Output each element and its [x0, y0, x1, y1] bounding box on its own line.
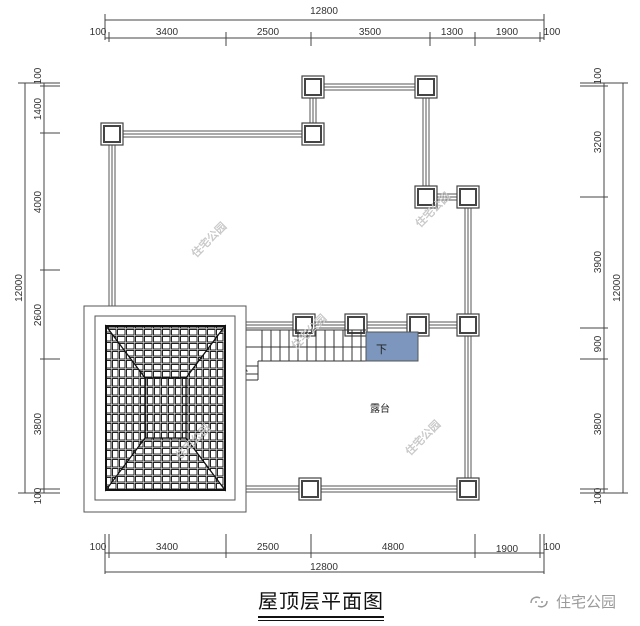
- hip-roof: [83, 305, 247, 513]
- bottom-segment-3: 4800: [382, 542, 405, 553]
- bottom-segment-4: 1900: [496, 544, 519, 555]
- right-top-offset: 100: [593, 67, 604, 84]
- top-right-offset: 100: [544, 27, 561, 38]
- left-total-dimension: 12000: [14, 274, 25, 302]
- bottom-left-offset: 100: [90, 542, 107, 553]
- top-dimensions: [104, 14, 545, 46]
- left-top-offset: 100: [33, 67, 44, 84]
- stair-landing: [365, 331, 419, 362]
- right-segment-2: 3900: [593, 250, 604, 273]
- top-segment-1: 3400: [156, 27, 179, 38]
- right-total-dimension: 12000: [612, 274, 623, 302]
- watermark: 住宅公园: [188, 219, 229, 260]
- title-underline: [258, 616, 384, 618]
- left-segment-1: 1400: [33, 97, 44, 120]
- top-segment-2: 2500: [257, 27, 280, 38]
- brand-label: 住宅公园: [556, 593, 617, 611]
- top-total-dimension: 12800: [310, 6, 338, 17]
- bottom-dimensions: [104, 534, 545, 574]
- terrace-label: 露台: [370, 402, 390, 415]
- top-segment-3: 3500: [359, 27, 382, 38]
- right-segment-3: 900: [593, 335, 604, 352]
- drawing-title-block: 屋顶层平面图: [258, 588, 384, 621]
- right-segment-4: 3800: [593, 412, 604, 435]
- bottom-segment-2: 2500: [257, 542, 280, 553]
- brand-watermark: 住宅公园: [528, 591, 616, 612]
- left-segment-3: 2600: [33, 303, 44, 326]
- watermark: 住宅公园: [402, 417, 443, 458]
- right-bottom-offset: 100: [593, 487, 604, 504]
- top-segment-4: 1300: [441, 27, 464, 38]
- parapet-walls: [108, 83, 472, 493]
- left-segment-2: 4000: [33, 190, 44, 213]
- right-segment-1: 3200: [593, 130, 604, 153]
- bottom-right-offset: 100: [544, 542, 561, 553]
- bottom-segment-1: 3400: [156, 542, 179, 553]
- wechat-official-icon: [530, 595, 548, 608]
- drawing-title: 屋顶层平面图: [258, 589, 384, 613]
- title-underline-thin: [258, 620, 384, 621]
- left-dimensions: [18, 82, 60, 494]
- bottom-total-dimension: 12800: [310, 562, 338, 573]
- right-dimensions: [580, 82, 628, 494]
- top-segment-5: 1900: [496, 27, 519, 38]
- left-segment-4: 3800: [33, 412, 44, 435]
- top-left-offset: 100: [90, 27, 107, 38]
- left-bottom-offset: 100: [33, 487, 44, 504]
- stair-down-label: 下: [376, 343, 387, 356]
